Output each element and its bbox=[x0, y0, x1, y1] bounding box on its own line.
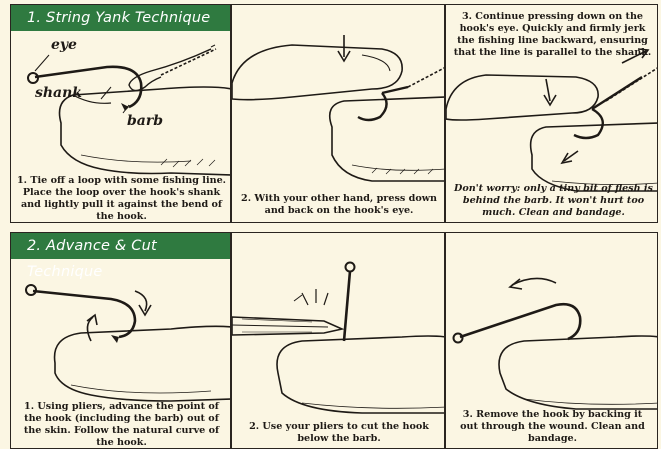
label-shank: shank bbox=[35, 85, 82, 101]
panel-string-yank-step-3: 3. Continue pressing down on the hook's … bbox=[445, 4, 658, 223]
label-barb: barb bbox=[127, 113, 163, 129]
label-eye: eye bbox=[51, 37, 77, 53]
caption-advance-cut-2: 2. Use your pliers to cut the hook below… bbox=[238, 421, 440, 445]
caption-string-yank-2: 2. With your other hand, press down and … bbox=[238, 193, 440, 217]
cut-hook-illustration bbox=[232, 233, 445, 449]
panel-string-yank-step-2: 2. With your other hand, press down and … bbox=[231, 4, 445, 223]
section-string-yank: 1. String Yank Technique ey bbox=[0, 0, 661, 227]
panel-advance-cut-step-3: 3. Remove the hook by backing it out thr… bbox=[445, 232, 658, 449]
press-hook-eye-illustration bbox=[232, 5, 445, 223]
caption-advance-cut-1: 1. Using pliers, advance the point of th… bbox=[17, 401, 226, 449]
section-advance-cut: 2. Advance & Cut Technique 1. Using plie… bbox=[0, 232, 661, 449]
panel-advance-cut-step-2: 2. Use your pliers to cut the hook below… bbox=[231, 232, 445, 449]
note-string-yank: Don't worry: only a tiny bit of flesh is… bbox=[454, 183, 653, 219]
caption-advance-cut-3: 3. Remove the hook by backing it out thr… bbox=[454, 409, 651, 445]
panel-advance-cut-step-1: 2. Advance & Cut Technique 1. Using plie… bbox=[10, 232, 231, 449]
caption-string-yank-1: 1. Tie off a loop with some fishing line… bbox=[17, 175, 226, 223]
panel-string-yank-step-1: 1. String Yank Technique ey bbox=[10, 4, 231, 223]
